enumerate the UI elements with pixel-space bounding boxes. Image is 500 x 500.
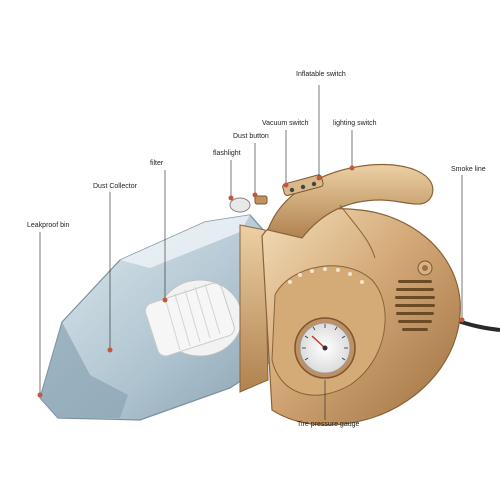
label-tire-pressure-gauge: Tire pressure gauge <box>297 421 360 428</box>
label-dust-button: Dust button <box>233 133 269 140</box>
filter-element <box>144 279 243 357</box>
label-inflatable-switch: Inflatable switch <box>296 71 346 78</box>
air-vent <box>395 280 435 331</box>
tire-pressure-gauge <box>294 317 356 379</box>
label-dust-collector: Dust Collector <box>93 183 137 190</box>
label-flashlight: flashlight <box>213 150 241 157</box>
label-filter: filter <box>150 160 164 167</box>
label-vacuum-switch: Vacuum switch <box>262 120 309 127</box>
flashlight-lamp <box>229 197 251 213</box>
label-lighting-switch: lighting switch <box>333 120 377 127</box>
label-leakproof-bin: Leakproof bin <box>27 222 70 229</box>
label-smoke-line: Smoke line <box>451 166 486 173</box>
